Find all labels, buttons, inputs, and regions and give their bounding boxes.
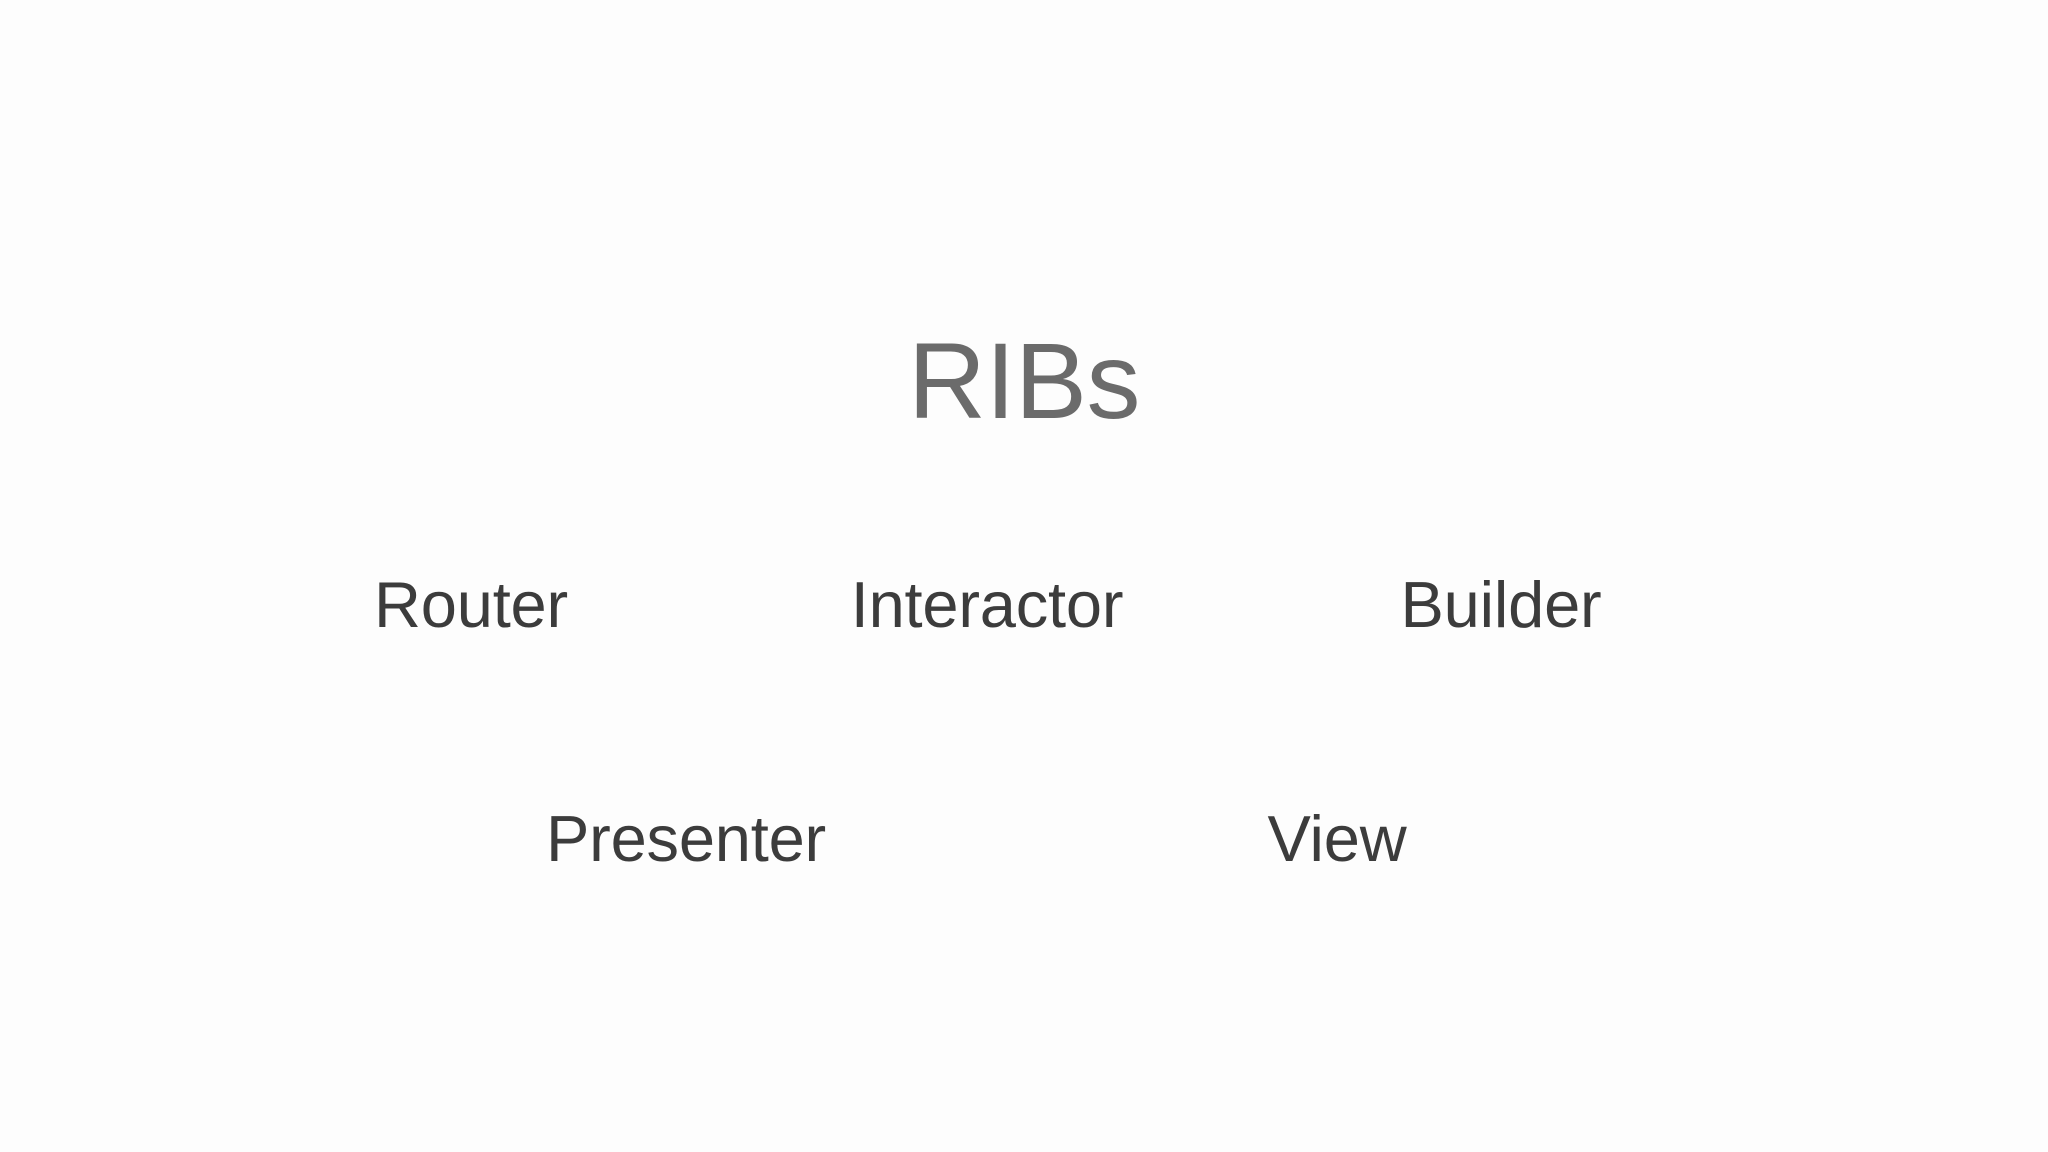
component-label-interactor: Interactor xyxy=(850,568,1124,641)
component-label-builder: Builder xyxy=(1400,568,1602,641)
component-label-router: Router xyxy=(374,568,568,641)
component-label-view: View xyxy=(1267,802,1407,875)
page-title: RIBs xyxy=(907,320,1141,441)
component-label-presenter: Presenter xyxy=(545,802,827,875)
